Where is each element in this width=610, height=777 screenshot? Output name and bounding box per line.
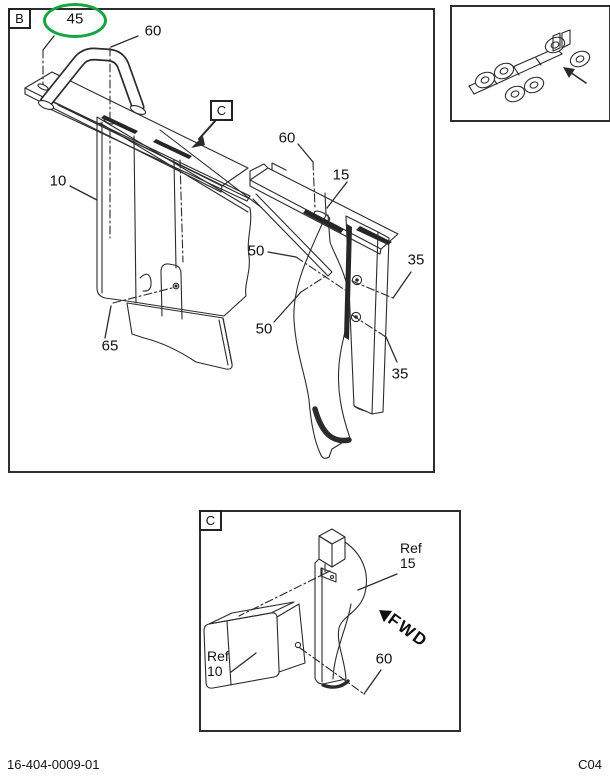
support-bracket-35 — [344, 215, 390, 415]
ref-10-prefix: Ref — [207, 648, 229, 664]
ref-15-number: 15 — [400, 555, 416, 571]
callout-50-upper: 50 — [247, 242, 265, 260]
callout-35-lower: 35 — [391, 365, 409, 383]
ref-15-prefix: Ref — [400, 540, 422, 556]
chassis-locator-inset — [450, 5, 610, 122]
exploded-view-drawing — [24, 35, 412, 459]
bracket-ref-15 — [314, 528, 367, 689]
chassis-thumbnail-drawing — [468, 29, 591, 103]
callout-10: 10 — [49, 172, 67, 190]
pad-ref-10 — [203, 601, 306, 689]
callout-60-top: 60 — [144, 22, 162, 40]
detail-view-c: C — [199, 510, 461, 732]
sill-shading-2 — [153, 139, 192, 159]
grab-handle — [37, 47, 147, 115]
chassis-wheels — [474, 36, 591, 103]
chassis-cab — [552, 29, 571, 52]
callout-65: 65 — [101, 337, 119, 355]
detail-leader-lines — [230, 570, 398, 695]
ref-label-15: Ref 15 — [400, 541, 422, 571]
detail-drawing — [203, 528, 398, 695]
callout-35-upper: 35 — [407, 251, 425, 269]
callout-c-60: 60 — [375, 650, 393, 668]
leader-lines — [42, 35, 412, 363]
detail-marker-c: C — [210, 100, 233, 121]
ref-10-number: 10 — [207, 663, 223, 679]
tag-c: C — [199, 510, 222, 531]
locator-arrow-icon — [563, 67, 587, 84]
callout-45: 45 — [66, 10, 84, 28]
callout-60-mid: 60 — [278, 129, 296, 147]
highlight-ellipse — [43, 3, 107, 38]
side-panel-10 — [96, 116, 252, 370]
callout-15: 15 — [332, 166, 350, 184]
curved-bracket-50 — [293, 192, 352, 459]
tag-b: B — [8, 8, 31, 29]
document-number: 16-404-0009-01 — [7, 757, 100, 772]
ref-label-10: Ref 10 — [207, 649, 229, 679]
page-code: C04 — [578, 757, 602, 772]
callout-50-lower: 50 — [255, 320, 273, 338]
detail-c-arrow-icon — [191, 119, 217, 148]
detail-view-b: B — [8, 8, 435, 473]
